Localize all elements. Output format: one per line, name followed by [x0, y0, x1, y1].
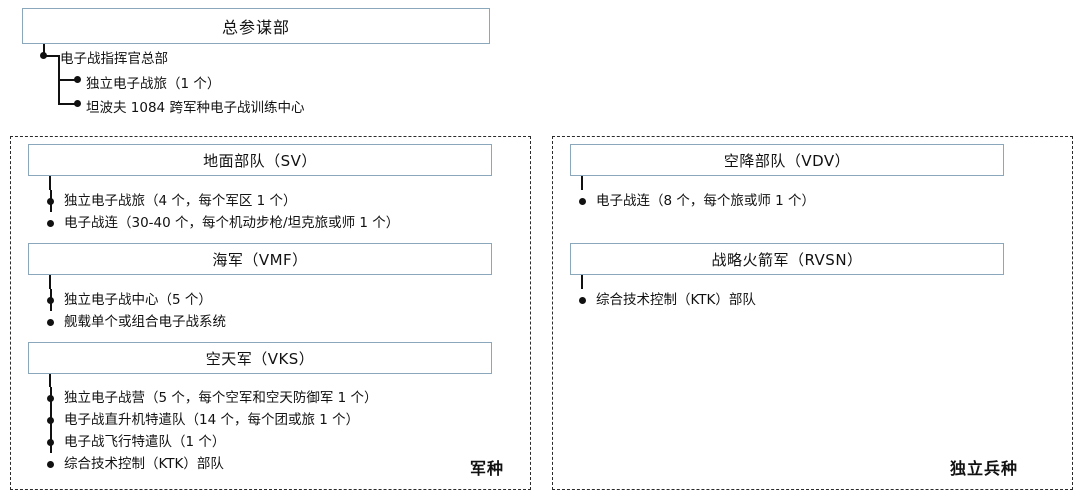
connector-navy: [49, 275, 51, 289]
bullet-dot: [578, 197, 586, 205]
bullet-dot: [46, 318, 54, 326]
item-list-ground-forces: 独立电子战旅（4 个，每个军区 1 个） 电子战连（30-40 个，每个机动步枪…: [46, 190, 400, 234]
list-item-label: 综合技术控制（KTK）部队: [596, 292, 756, 308]
group-title-ground-forces: 地面部队（SV）: [203, 151, 317, 170]
item-list-strategic-rocket-forces: 综合技术控制（KTK）部队: [578, 289, 756, 311]
connector-airborne-forces: [581, 176, 583, 190]
list-item-label: 电子战连（8 个，每个旅或师 1 个）: [596, 193, 816, 209]
bullet-dot: [46, 460, 54, 468]
connector-ground-forces: [49, 176, 51, 190]
group-box-strategic-rocket-forces: 战略火箭军（RVSN）: [570, 243, 1004, 275]
list-item: 舰载单个或组合电子战系统: [46, 311, 226, 333]
top-tree: 电子战指挥官总部 独立电子战旅（1 个） 坦波夫 1084 跨军种电子战训练中心: [0, 0, 540, 130]
connector-strategic-rocket-forces: [581, 275, 583, 289]
ew-command-hq-label: 电子战指挥官总部: [60, 51, 168, 67]
group-title-navy: 海军（VMF）: [212, 250, 308, 269]
tree-branch-2: [58, 103, 76, 105]
tree-spine-top: [43, 44, 45, 56]
list-item: 电子战飞行特遣队（1 个）: [46, 431, 378, 453]
tree-root-branch: [43, 55, 59, 57]
panel-services: [10, 136, 531, 490]
ew-child-label-1: 独立电子战旅（1 个）: [86, 76, 221, 92]
general-staff-title: 总参谋部: [221, 18, 290, 37]
panel-tag-services: 军种: [470, 459, 505, 478]
list-item: 综合技术控制（KTK）部队: [46, 453, 378, 475]
tree-child-dot-2: [74, 100, 81, 107]
group-box-ground-forces: 地面部队（SV）: [28, 144, 492, 176]
list-item-label: 电子战飞行特遣队（1 个）: [64, 434, 226, 450]
item-list-navy: 独立电子战中心（5 个） 舰载单个或组合电子战系统: [46, 289, 226, 333]
list-item-label: 电子战连（30-40 个，每个机动步枪/坦克旅或师 1 个）: [64, 215, 400, 231]
bullet-dot: [46, 219, 54, 227]
list-item: 电子战连（30-40 个，每个机动步枪/坦克旅或师 1 个）: [46, 212, 400, 234]
bullet-dot: [46, 438, 54, 446]
list-item: 独立电子战营（5 个，每个空军和空天防御军 1 个）: [46, 387, 378, 409]
list-item-label: 电子战直升机特遣队（14 个，每个团或旅 1 个）: [64, 412, 360, 428]
ew-child-label-2: 坦波夫 1084 跨军种电子战训练中心: [86, 100, 305, 116]
general-staff-box: 总参谋部: [22, 8, 490, 44]
item-list-aerospace-forces: 独立电子战营（5 个，每个空军和空天防御军 1 个） 电子战直升机特遣队（14 …: [46, 387, 378, 475]
panel-independent-arms: [552, 136, 1073, 490]
group-title-airborne-forces: 空降部队（VDV）: [723, 151, 851, 170]
bullet-dot: [46, 197, 54, 205]
list-item-label: 舰载单个或组合电子战系统: [64, 314, 226, 330]
tree-branch-1: [58, 79, 76, 81]
bullet-dot: [46, 416, 54, 424]
list-item-label: 独立电子战旅（4 个，每个军区 1 个）: [64, 193, 297, 209]
bullet-dot: [46, 296, 54, 304]
group-box-navy: 海军（VMF）: [28, 243, 492, 275]
group-box-aerospace-forces: 空天军（VKS）: [28, 342, 492, 374]
list-item: 综合技术控制（KTK）部队: [578, 289, 756, 311]
list-item: 独立电子战旅（4 个，每个军区 1 个）: [46, 190, 399, 212]
item-list-airborne-forces: 电子战连（8 个，每个旅或师 1 个）: [578, 190, 816, 212]
list-item: 电子战直升机特遣队（14 个，每个团或旅 1 个）: [46, 409, 378, 431]
list-item-label: 独立电子战营（5 个，每个空军和空天防御军 1 个）: [64, 390, 378, 406]
group-box-airborne-forces: 空降部队（VDV）: [570, 144, 1004, 176]
list-item-label: 独立电子战中心（5 个）: [64, 292, 212, 308]
connector-aerospace-forces: [49, 374, 51, 387]
group-title-aerospace-forces: 空天军（VKS）: [205, 349, 315, 368]
list-item-label: 综合技术控制（KTK）部队: [64, 456, 224, 472]
bullet-dot: [578, 296, 586, 304]
list-item: 独立电子战中心（5 个）: [46, 289, 226, 311]
bullet-dot: [46, 394, 54, 402]
list-item: 电子战连（8 个，每个旅或师 1 个）: [578, 190, 816, 212]
group-title-strategic-rocket-forces: 战略火箭军（RVSN）: [711, 250, 863, 269]
panel-tag-independent-arms: 独立兵种: [950, 459, 1019, 478]
tree-child-dot-1: [74, 76, 81, 83]
